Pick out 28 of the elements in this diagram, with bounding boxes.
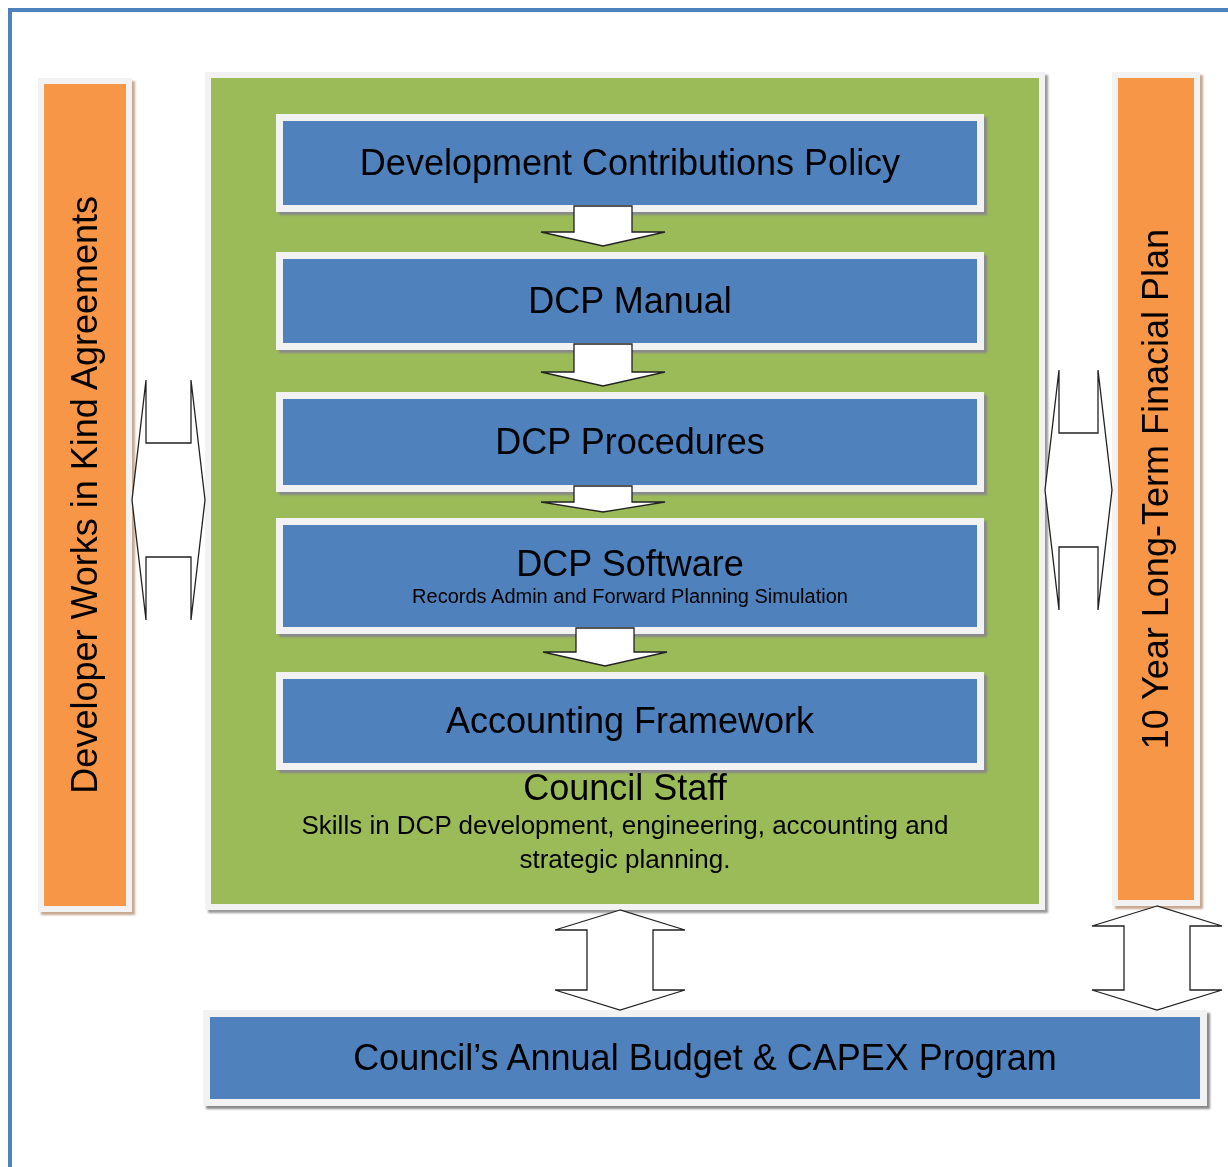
panel-heading: Council Staff xyxy=(523,768,727,808)
block-arrow xyxy=(540,485,666,513)
block-arrow xyxy=(554,909,686,1011)
side-bar-label: Developer Works in Kind Agreements xyxy=(65,196,105,794)
box-title: DCP Manual xyxy=(528,281,732,321)
block-arrow xyxy=(540,343,666,387)
process-box xyxy=(276,252,984,350)
box-title: DCP Procedures xyxy=(495,422,765,462)
side-bar xyxy=(38,78,132,912)
process-box xyxy=(276,518,984,634)
box-title: Development Contributions Policy xyxy=(359,143,901,183)
block-arrow xyxy=(1044,369,1113,611)
box-title: Accounting Framework xyxy=(445,701,815,741)
box-subtitle: Records Admin and Forward Planning Simulation xyxy=(412,584,848,608)
box-title: Council’s Annual Budget & CAPEX Program xyxy=(353,1038,1057,1078)
side-bar-label: 10 Year Long-Term Finacial Plan xyxy=(1136,228,1176,750)
staff-panel xyxy=(205,72,1045,910)
block-arrow xyxy=(540,205,666,247)
side-bar xyxy=(1112,72,1200,906)
process-box xyxy=(276,114,984,212)
budget-box xyxy=(203,1010,1207,1106)
block-arrow xyxy=(542,627,668,667)
block-arrow xyxy=(131,379,206,621)
process-box xyxy=(276,392,984,492)
process-box xyxy=(276,672,984,770)
block-arrow xyxy=(1091,905,1223,1011)
box-title: DCP Software xyxy=(516,544,744,584)
panel-description: Skills in DCP development, engineering, accounting and strategic planning. xyxy=(300,809,950,876)
